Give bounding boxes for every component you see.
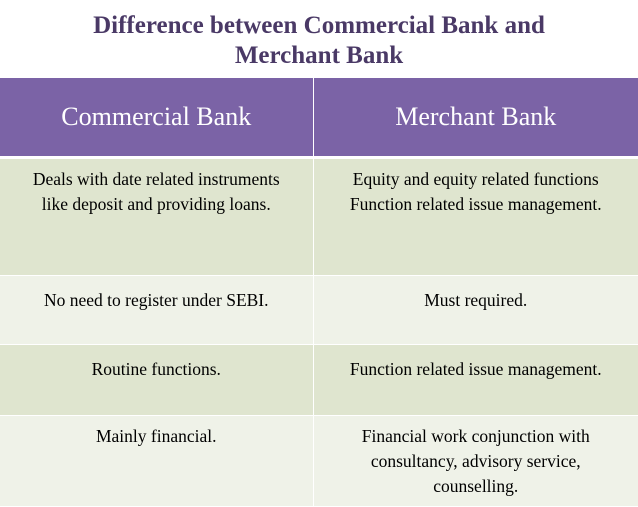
cell-text-line: No need to register under SEBI.: [43, 290, 269, 310]
cell-text-line: Financial work conjunction with: [361, 426, 590, 446]
cell-text-line: counselling.: [433, 476, 519, 496]
table-row: No need to register under SEBI. Must req…: [0, 275, 638, 345]
cell-text-line: Function related issue management.: [349, 359, 602, 379]
table-row: Deals with date related instruments like…: [0, 157, 638, 276]
slide-title-line-1: Difference between Commercial Bank and: [93, 12, 545, 39]
cell-text-line: Deals with date related instruments: [32, 169, 280, 189]
cell-merchant: Equity and equity related functions Func…: [313, 157, 638, 276]
table-row: Mainly financial. Financial work conjunc…: [0, 415, 638, 507]
cell-merchant: Must required.: [313, 275, 638, 345]
cell-commercial: Routine functions.: [0, 344, 314, 416]
cell-merchant: Financial work conjunction with consulta…: [313, 415, 638, 507]
cell-text-line: Must required.: [424, 290, 528, 310]
cell-merchant: Function related issue management.: [313, 344, 638, 416]
table-row: Routine functions. Function related issu…: [0, 344, 638, 416]
slide-title: Difference between Commercial Bank and M…: [0, 6, 638, 76]
cell-text-line: Equity and equity related functions: [352, 169, 599, 189]
cell-text-line: Mainly financial.: [95, 426, 217, 446]
cell-commercial: Mainly financial.: [0, 415, 314, 507]
slide-title-line-2: Merchant Bank: [234, 42, 404, 69]
header-merchant-bank: Merchant Bank: [313, 78, 638, 159]
cell-commercial: No need to register under SEBI.: [0, 275, 314, 345]
cell-commercial: Deals with date related instruments like…: [0, 157, 314, 276]
cell-text-line: Function related issue management.: [349, 194, 602, 214]
table-header-row: Commercial Bank Merchant Bank: [0, 78, 638, 159]
header-commercial-bank: Commercial Bank: [0, 78, 314, 159]
comparison-table: Commercial Bank Merchant Bank Deals with…: [0, 78, 638, 507]
cell-text-line: like deposit and providing loans.: [41, 194, 271, 214]
cell-text-line: consultancy, advisory service,: [370, 451, 581, 471]
cell-text-line: Routine functions.: [91, 359, 221, 379]
